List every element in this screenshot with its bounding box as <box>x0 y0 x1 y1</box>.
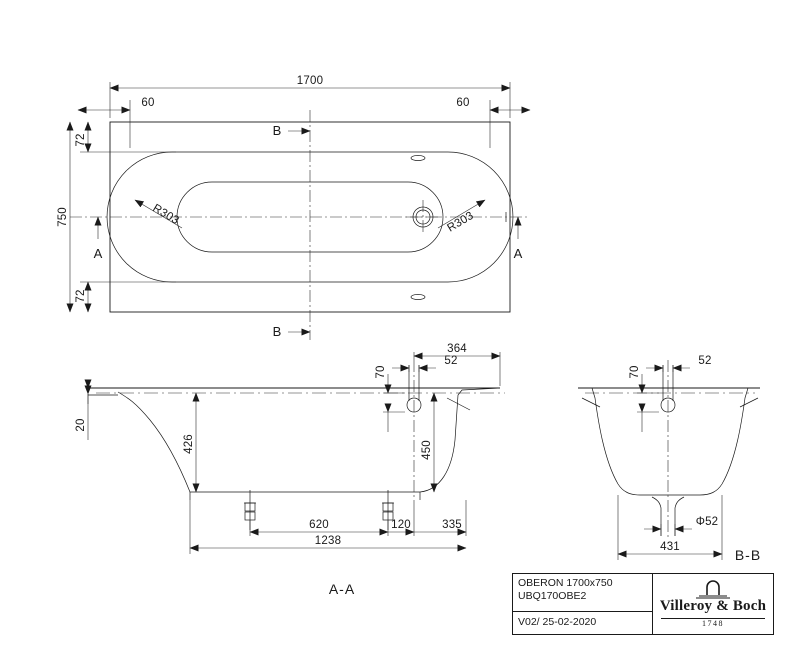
dim-back-height: 426 <box>183 392 200 493</box>
brand-divider <box>661 618 765 619</box>
dim-drain-diameter: Φ52 <box>644 516 718 536</box>
aa-tub-profile <box>117 391 459 493</box>
tub-inner-bottom <box>176 181 444 253</box>
dim-inset-bottom: 72 <box>75 281 176 313</box>
title-block: OBERON 1700x750 UBQ170OBE2 V02/ 25-02-20… <box>512 573 774 635</box>
section-label-a-right: A <box>514 246 523 261</box>
section-aa-view: 20 426 450 70 <box>75 343 505 597</box>
dim-overflow-offset-bb: 70 <box>629 365 659 432</box>
dim-label-335: 335 <box>442 519 462 531</box>
product-identification: OBERON 1700x750 UBQ170OBE2 <box>513 574 652 612</box>
top-view: R303 R303 1700 60 <box>57 75 531 340</box>
dim-label-52-aa: 52 <box>444 355 457 367</box>
dim-label-70-bb: 70 <box>629 365 641 378</box>
dim-label-phi52: Φ52 <box>696 516 719 528</box>
title-block-left: OBERON 1700x750 UBQ170OBE2 V02/ 25-02-20… <box>513 574 653 634</box>
grip-hole-lower <box>410 294 426 300</box>
dim-label-426: 426 <box>183 434 195 454</box>
dim-label-364: 364 <box>447 343 467 355</box>
aa-rim-right-edge <box>457 387 501 396</box>
revision-date: V02/ 25-02-2020 <box>518 616 597 628</box>
section-aa-label: A-A <box>329 581 355 597</box>
section-label-b-top: B <box>273 123 282 138</box>
brand-name: Villeroy & Boch <box>659 598 767 614</box>
tub-outer-edge <box>106 151 514 283</box>
brand-logo-icon <box>653 577 773 599</box>
article-code: UBQ170OBE2 <box>518 589 587 602</box>
bb-tub-profile <box>591 387 749 496</box>
dim-label-450: 450 <box>421 440 433 460</box>
section-bb-view: 70 52 Φ52 4 <box>578 355 761 563</box>
dim-leg-spacing: 620 <box>249 519 389 536</box>
dim-base-width: 431 <box>617 495 723 560</box>
dim-label-70-aa: 70 <box>375 365 387 378</box>
brand-year: 1748 <box>702 619 724 628</box>
dim-overflow-offset-aa: 70 <box>375 365 405 432</box>
section-label-b-bottom: B <box>273 324 282 339</box>
dim-total-leg-span: 1238 <box>189 500 467 554</box>
radius-leader-left: R303 <box>134 199 183 229</box>
section-marker-b-bottom: B <box>273 324 311 339</box>
section-label-a-left: A <box>94 246 103 261</box>
dim-label-1238: 1238 <box>315 535 341 547</box>
section-bb-label: B-B <box>735 547 761 563</box>
dim-drain-depth: 450 <box>421 392 438 493</box>
bb-rim-tick-left <box>581 397 601 408</box>
dim-inset-top: 72 <box>75 121 176 153</box>
grip-hole-upper <box>410 155 426 161</box>
product-name: OBERON 1700x750 <box>518 577 613 589</box>
dim-rim-thickness: 20 <box>75 379 92 440</box>
dim-drain-to-end: 335 <box>414 500 467 536</box>
dim-label-620: 620 <box>309 519 329 531</box>
radius-label-right: R303 <box>445 210 475 235</box>
bb-rim-tick-right <box>739 397 759 408</box>
aa-base-edges <box>189 492 421 500</box>
section-marker-a-left: A <box>94 216 103 261</box>
dim-overflow-width-aa: 52 <box>392 355 457 372</box>
dim-label-72-bottom: 72 <box>75 289 87 302</box>
dim-label-60-right: 60 <box>456 97 469 109</box>
bb-waste-pipe <box>651 496 685 536</box>
dim-label-72-top: 72 <box>75 133 87 146</box>
dim-offset-left: 60 <box>77 97 154 148</box>
section-marker-a-right: A <box>514 216 523 261</box>
dim-label-750: 750 <box>57 207 69 227</box>
dim-label-1700: 1700 <box>297 75 323 87</box>
title-block-brand: Villeroy & Boch 1748 <box>653 574 773 634</box>
section-marker-b-top: B <box>273 123 311 138</box>
dim-label-120: 120 <box>391 519 411 531</box>
dim-offset-right: 60 <box>456 97 531 148</box>
dim-leg-to-drain: 120 <box>388 500 415 536</box>
dim-overall-length: 1700 <box>109 75 511 118</box>
radius-label-left: R303 <box>150 202 180 227</box>
dim-overflow-width-bb: 52 <box>646 355 711 372</box>
dim-label-52-bb: 52 <box>698 355 711 367</box>
dim-label-431: 431 <box>660 541 680 553</box>
dim-overall-width: 750 <box>57 121 74 313</box>
dim-label-60-left: 60 <box>141 97 154 109</box>
dim-label-20: 20 <box>75 418 87 431</box>
dim-drain-from-right: 364 <box>413 343 501 386</box>
aa-rim-tick <box>446 397 471 411</box>
